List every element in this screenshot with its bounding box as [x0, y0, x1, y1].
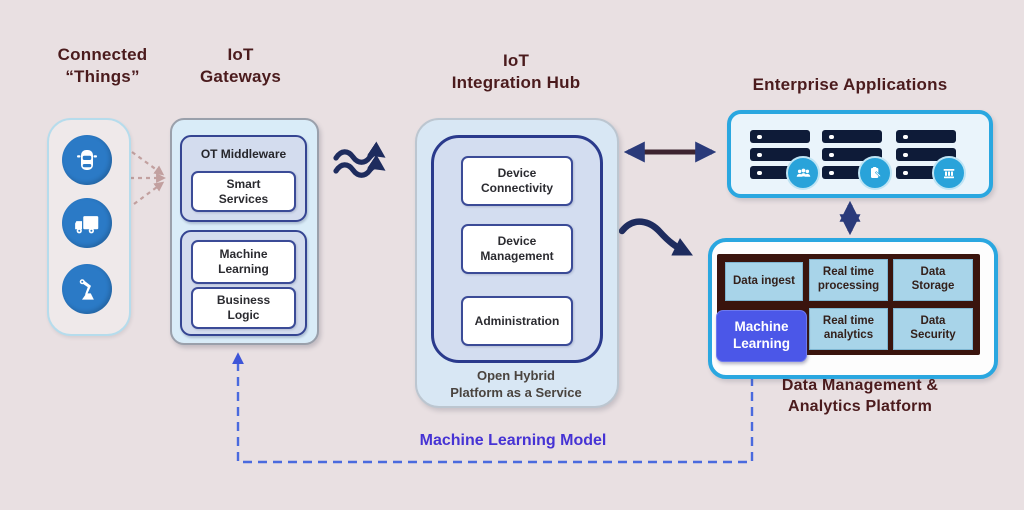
ot-middleware-group: OT Middleware Smart Services	[180, 135, 307, 222]
iot-gateways-panel: OT Middleware Smart Services Machine Lea…	[170, 118, 319, 345]
hub-to-platform-curve-arrow	[618, 218, 693, 256]
robot-arm-icon	[79, 279, 94, 300]
server-stack-icon	[822, 130, 892, 190]
clipboard-icon	[871, 167, 882, 178]
connected-device-robot	[62, 264, 112, 314]
ot-middleware-label: OT Middleware	[200, 147, 287, 161]
iot-gateways-heading: IoT Gateways	[200, 45, 281, 87]
connected-device-truck	[62, 198, 112, 248]
device-management-box: Device Management	[461, 224, 573, 274]
things-to-gateway-arrows	[130, 151, 166, 205]
data-security-cell: Data Security	[893, 308, 973, 350]
connected-device-car	[62, 135, 112, 185]
device-connectivity-box: Device Connectivity	[461, 156, 573, 206]
gateway-machine-learning-box: Machine Learning	[191, 240, 296, 284]
users-icon	[796, 168, 810, 177]
connected-things-panel	[47, 118, 131, 336]
server-badge	[786, 156, 820, 190]
administration-box: Administration	[461, 296, 573, 346]
gateway-modules-group: Machine Learning Business Logic	[180, 230, 307, 336]
gateway-business-logic-box: Business Logic	[191, 287, 296, 329]
real-time-processing-cell: Real time processing	[809, 259, 888, 301]
ml-model-label: Machine Learning Model	[419, 432, 607, 449]
bank-icon	[943, 169, 955, 179]
data-platform-heading: Data Management & Analytics Platform	[781, 377, 939, 415]
connected-things-heading: Connected “Things”	[57, 45, 148, 87]
real-time-analytics-cell: Real time analytics	[809, 308, 888, 350]
server-badge	[932, 156, 966, 190]
data-storage-cell: Data Storage	[893, 259, 973, 301]
server-badge	[858, 156, 892, 190]
enterprise-apps-heading: Enterprise Applications	[752, 75, 948, 94]
data-ingest-cell: Data ingest	[725, 262, 803, 301]
machine-learning-highlight-cell: Machine Learning	[716, 310, 807, 362]
server-stack-icon	[750, 130, 820, 190]
gateway-to-hub-wave-arrows	[333, 141, 386, 178]
smart-services-box: Smart Services	[191, 171, 296, 212]
integration-hub-heading: IoT Integration Hub	[451, 51, 581, 93]
hub-inner-container: Device Connectivity Device Management Ad…	[431, 135, 603, 363]
hub-footer-label: Open Hybrid Platform as a Service	[450, 368, 582, 400]
truck-icon	[75, 216, 99, 234]
car-icon	[77, 150, 97, 170]
server-stack-icon	[896, 130, 966, 190]
enterprise-apps-panel	[727, 110, 993, 198]
